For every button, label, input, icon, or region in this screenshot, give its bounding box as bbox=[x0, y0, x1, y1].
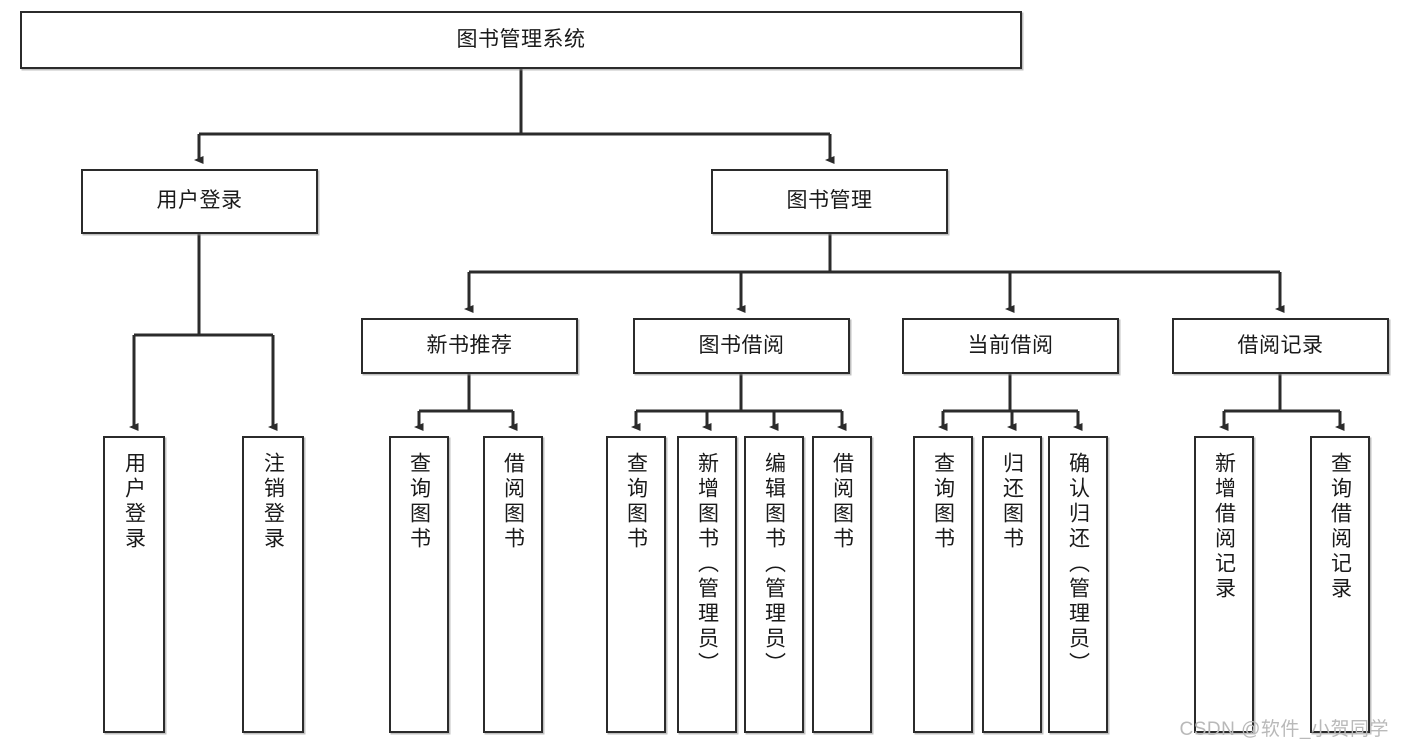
node-leaf-user-logout[interactable]: 注销登录 bbox=[242, 436, 304, 733]
node-leaf-query-book-3[interactable]: 查询图书 bbox=[913, 436, 973, 733]
node-leaf-return-book-label: 归还图书 bbox=[1000, 452, 1024, 552]
node-leaf-add-book-label: 新增图书（管理员） bbox=[695, 452, 719, 677]
node-root-label: 图书管理系统 bbox=[456, 27, 586, 51]
node-leaf-borrow-book-2[interactable]: 借阅图书 bbox=[812, 436, 872, 733]
node-current-borrow[interactable]: 当前借阅 bbox=[902, 318, 1119, 374]
node-leaf-user-login[interactable]: 用户登录 bbox=[103, 436, 165, 733]
node-leaf-add-record[interactable]: 新增借阅记录 bbox=[1194, 436, 1254, 733]
node-new-book-recommend[interactable]: 新书推荐 bbox=[361, 318, 578, 374]
node-leaf-query-book-3-label: 查询图书 bbox=[931, 452, 955, 552]
node-new-book-recommend-label: 新书推荐 bbox=[426, 333, 513, 357]
node-leaf-query-record-label: 查询借阅记录 bbox=[1328, 452, 1352, 602]
node-book-manage[interactable]: 图书管理 bbox=[711, 169, 948, 234]
node-leaf-borrow-book-1[interactable]: 借阅图书 bbox=[483, 436, 543, 733]
node-leaf-query-book-1-label: 查询图书 bbox=[407, 452, 431, 552]
node-current-borrow-label: 当前借阅 bbox=[967, 333, 1054, 357]
node-leaf-confirm-return[interactable]: 确认归还（管理员） bbox=[1048, 436, 1108, 733]
node-leaf-query-book-2[interactable]: 查询图书 bbox=[606, 436, 666, 733]
node-leaf-borrow-book-1-label: 借阅图书 bbox=[501, 452, 525, 552]
node-book-borrow-label: 图书借阅 bbox=[698, 333, 785, 357]
node-leaf-query-record[interactable]: 查询借阅记录 bbox=[1310, 436, 1370, 733]
node-root[interactable]: 图书管理系统 bbox=[20, 11, 1022, 69]
node-leaf-return-book[interactable]: 归还图书 bbox=[982, 436, 1042, 733]
node-leaf-add-record-label: 新增借阅记录 bbox=[1212, 452, 1236, 602]
node-borrow-record-label: 借阅记录 bbox=[1237, 333, 1324, 357]
node-book-manage-label: 图书管理 bbox=[786, 189, 873, 213]
node-leaf-borrow-book-2-label: 借阅图书 bbox=[830, 452, 854, 552]
node-leaf-query-book-1[interactable]: 查询图书 bbox=[389, 436, 449, 733]
node-leaf-edit-book-label: 编辑图书（管理员） bbox=[762, 452, 786, 677]
watermark-text: CSDN @软件_小贺同学 bbox=[1179, 719, 1389, 740]
node-user-login[interactable]: 用户登录 bbox=[81, 169, 318, 234]
node-leaf-user-login-label: 用户登录 bbox=[122, 452, 146, 552]
node-user-login-label: 用户登录 bbox=[156, 189, 243, 213]
node-leaf-add-book[interactable]: 新增图书（管理员） bbox=[677, 436, 737, 733]
node-leaf-query-book-2-label: 查询图书 bbox=[624, 452, 648, 552]
node-borrow-record[interactable]: 借阅记录 bbox=[1172, 318, 1389, 374]
node-leaf-user-logout-label: 注销登录 bbox=[261, 452, 285, 552]
node-leaf-confirm-return-label: 确认归还（管理员） bbox=[1066, 452, 1090, 677]
node-book-borrow[interactable]: 图书借阅 bbox=[633, 318, 850, 374]
node-leaf-edit-book[interactable]: 编辑图书（管理员） bbox=[744, 436, 804, 733]
